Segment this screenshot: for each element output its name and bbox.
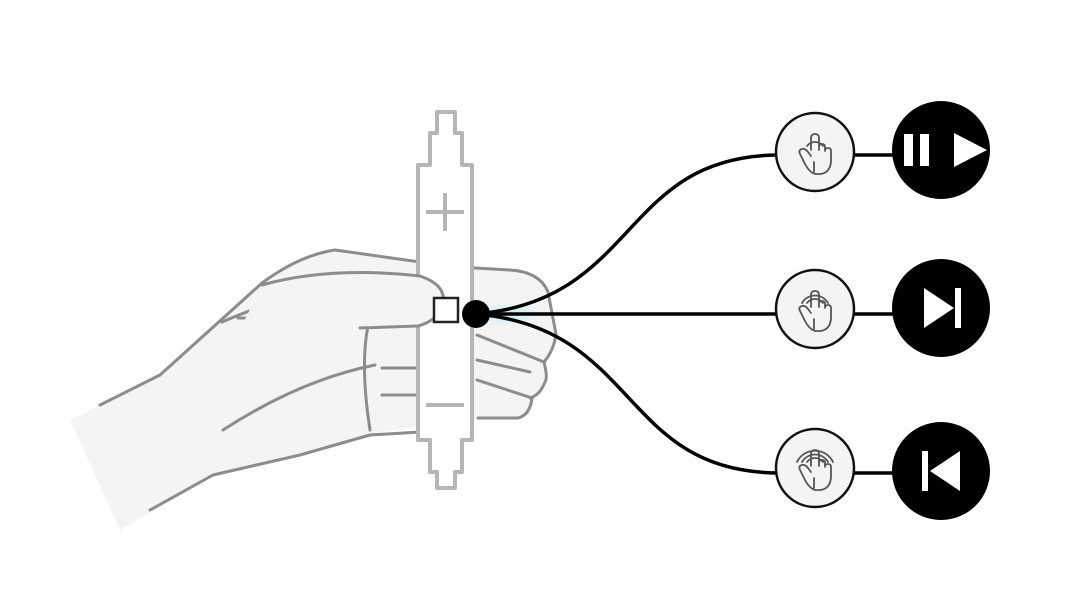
wire-triple-press (474, 312, 782, 475)
next-track-icon (924, 288, 961, 328)
center-button[interactable] (432, 296, 460, 324)
previous-track-icon (922, 451, 960, 491)
gesture-triple-press (774, 427, 856, 509)
play-pause-icon (904, 133, 987, 167)
volume-up-button[interactable] (426, 193, 464, 231)
gesture-single-press (774, 111, 856, 193)
action-play-pause (892, 101, 990, 199)
triple-tap-icon (796, 449, 834, 491)
action-next-track (892, 259, 990, 357)
action-previous-track (892, 422, 990, 520)
wire-single-press (474, 153, 782, 316)
double-tap-icon (798, 290, 832, 332)
connector-wires (474, 153, 900, 475)
gesture-double-press (774, 268, 856, 350)
minus-icon (426, 403, 464, 407)
volume-down-button[interactable] (426, 403, 464, 407)
wire-junction (462, 300, 490, 328)
single-tap-icon (798, 133, 832, 175)
